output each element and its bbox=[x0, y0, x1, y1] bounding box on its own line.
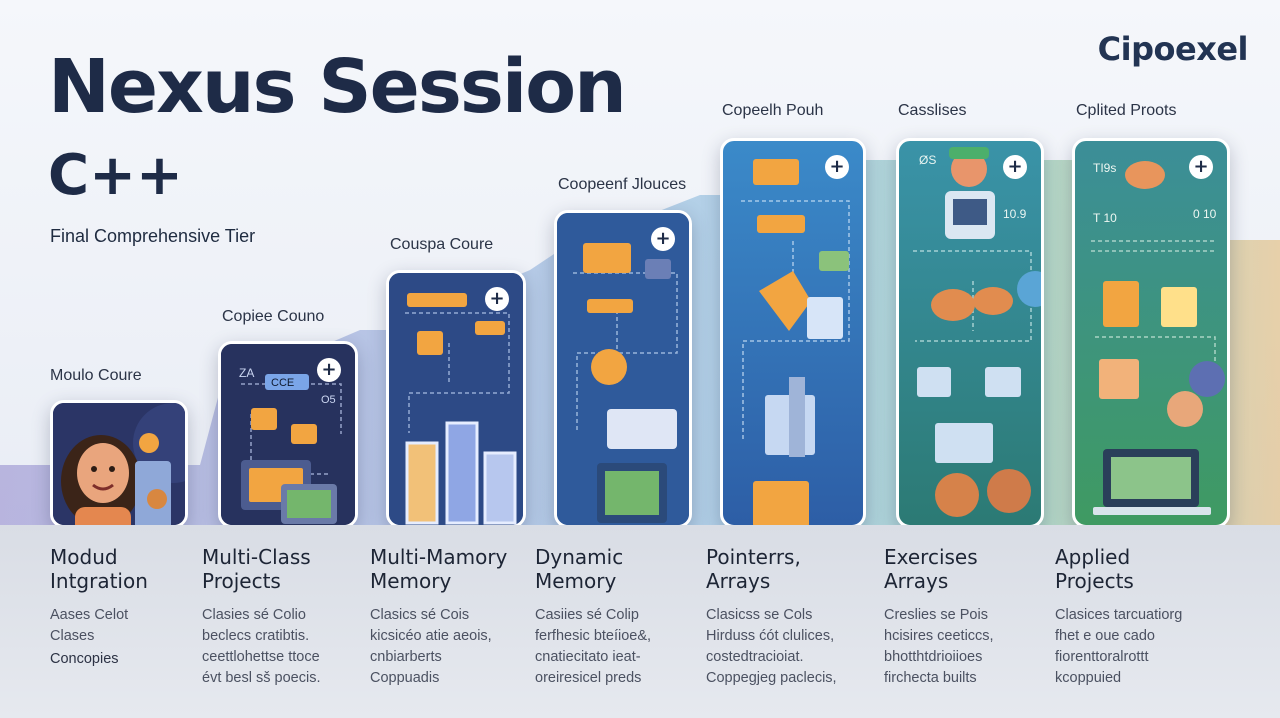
tier-card-6[interactable]: ØS 10.9 + bbox=[896, 138, 1044, 525]
tier-line: ferfhesic bteíioe&, bbox=[535, 628, 652, 644]
add-icon[interactable]: + bbox=[1189, 155, 1213, 179]
tier-line: cnbiarberts bbox=[370, 649, 442, 665]
tier-line: kicsicéo atie aeois, bbox=[370, 628, 492, 644]
tier-line: Clasics sé Cois bbox=[370, 607, 470, 623]
add-icon[interactable]: + bbox=[825, 155, 849, 179]
tier-card-3[interactable]: + bbox=[386, 270, 526, 525]
memory-chip-icon bbox=[557, 213, 689, 525]
tier-line: firchecta builts bbox=[884, 670, 977, 686]
tier-line: Hirduss ćót clulices, bbox=[706, 628, 835, 644]
card-badge: 10.9 bbox=[1003, 207, 1027, 221]
tier-line: Clasices tarcuatiorg bbox=[1055, 607, 1183, 623]
tier-description-5: Pointerrs,Arrays Clasicss se Cols Hirdus… bbox=[706, 545, 876, 689]
tier-heading: Memory bbox=[535, 569, 617, 593]
tier-descriptions-panel bbox=[0, 525, 1280, 718]
card-label-1: Moulo Coure bbox=[50, 367, 142, 384]
tier-line: ceettlohettse ttoce bbox=[202, 649, 320, 665]
tier-line: fiorenttoralrottt bbox=[1055, 649, 1149, 665]
tier-line: Aases Celot bbox=[50, 607, 129, 623]
card-label-6: Casslises bbox=[898, 102, 967, 119]
brand-logo: Cipoexel bbox=[1097, 30, 1249, 68]
tier-line: hcisires ceeticcs, bbox=[884, 628, 994, 644]
monitor-icon bbox=[221, 344, 355, 525]
hero-stage: Cipoexel Nexus Session C++ Final Compreh… bbox=[0, 0, 1280, 525]
card-badge: O5 bbox=[321, 394, 336, 406]
tier-heading: Modud bbox=[50, 545, 118, 569]
person-avatar-icon bbox=[53, 403, 185, 525]
add-icon[interactable]: + bbox=[485, 287, 509, 311]
tier-heading: Exercises bbox=[884, 545, 978, 569]
card-badge: 0 10 bbox=[1193, 207, 1217, 221]
tier-heading: Multi-Mamory bbox=[370, 545, 508, 569]
tier-line: costedtracioiat. bbox=[706, 649, 804, 665]
add-icon[interactable]: + bbox=[651, 227, 675, 251]
card-badge: TI9s bbox=[1093, 161, 1117, 175]
tier-line: cnatiecitato ieat- bbox=[535, 649, 641, 665]
tier-line: kcoppuied bbox=[1055, 670, 1122, 686]
tier-line: fhet e oue cado bbox=[1055, 628, 1155, 644]
tier-card-5[interactable]: + bbox=[720, 138, 866, 525]
tier-line: beclecs cratibtis. bbox=[202, 628, 310, 644]
card-badge: ØS bbox=[919, 153, 937, 167]
add-icon[interactable]: + bbox=[1003, 155, 1027, 179]
card-badge: T 10 bbox=[1093, 211, 1117, 225]
page-subtitle: C++ bbox=[48, 143, 183, 208]
card-badge: ZA bbox=[239, 366, 255, 380]
tier-line: Concopies bbox=[50, 651, 119, 667]
tier-heading: Projects bbox=[1055, 569, 1134, 593]
laptop-icon bbox=[1091, 161, 1225, 515]
tier-card-2[interactable]: ZA CCE O5 + bbox=[218, 341, 358, 525]
card-label-4: Coopeenf Jlouces bbox=[558, 176, 687, 193]
tier-line: Clasies sé Colio bbox=[202, 607, 306, 623]
tier-heading: Pointerrs, bbox=[706, 545, 801, 569]
tier-heading: Memory bbox=[370, 569, 452, 593]
page-tagline: Final Comprehensive Tier bbox=[50, 226, 256, 246]
page-title: Nexus Session bbox=[48, 44, 627, 130]
tier-line: Coppuadis bbox=[370, 670, 440, 686]
tier-heading: Intgration bbox=[50, 569, 148, 593]
card-badge: CCE bbox=[271, 377, 295, 389]
card-label-7: Cplited Proots bbox=[1076, 102, 1177, 119]
tier-heading: Projects bbox=[202, 569, 281, 593]
tier-line: bhotthtdrioiioes bbox=[884, 649, 983, 665]
card-label-2: Copiee Couno bbox=[222, 308, 325, 325]
bar-chart-icon bbox=[389, 273, 523, 525]
tier-card-7[interactable]: TI9s T 10 0 10 + bbox=[1072, 138, 1230, 525]
tier-line: Coppegjeg paclecis, bbox=[706, 670, 837, 686]
tier-heading: Arrays bbox=[884, 569, 949, 593]
card-label-3: Couspa Coure bbox=[390, 236, 494, 253]
tier-heading: Dynamic bbox=[535, 545, 624, 569]
exercise-robot-icon bbox=[913, 147, 1041, 517]
tier-line: Clasicss se Cols bbox=[706, 607, 813, 623]
tier-line: évt besl sš poecis. bbox=[202, 670, 321, 686]
tier-line: oreiresicel preds bbox=[535, 670, 642, 686]
card-label-5: Copeelh Pouh bbox=[722, 102, 824, 119]
tier-card-1[interactable] bbox=[50, 400, 188, 525]
tier-card-4[interactable]: + bbox=[554, 210, 692, 525]
tier-heading: Applied bbox=[1055, 545, 1131, 569]
tier-line: Casiies sé Colip bbox=[535, 607, 639, 623]
add-icon[interactable]: + bbox=[317, 358, 341, 382]
tier-line: Clases bbox=[50, 628, 95, 644]
tier-heading: Multi-Class bbox=[202, 545, 311, 569]
pointer-arrow-icon bbox=[741, 159, 850, 525]
tier-heading: Arrays bbox=[706, 569, 771, 593]
tier-line: Creslies se Pois bbox=[884, 607, 988, 623]
